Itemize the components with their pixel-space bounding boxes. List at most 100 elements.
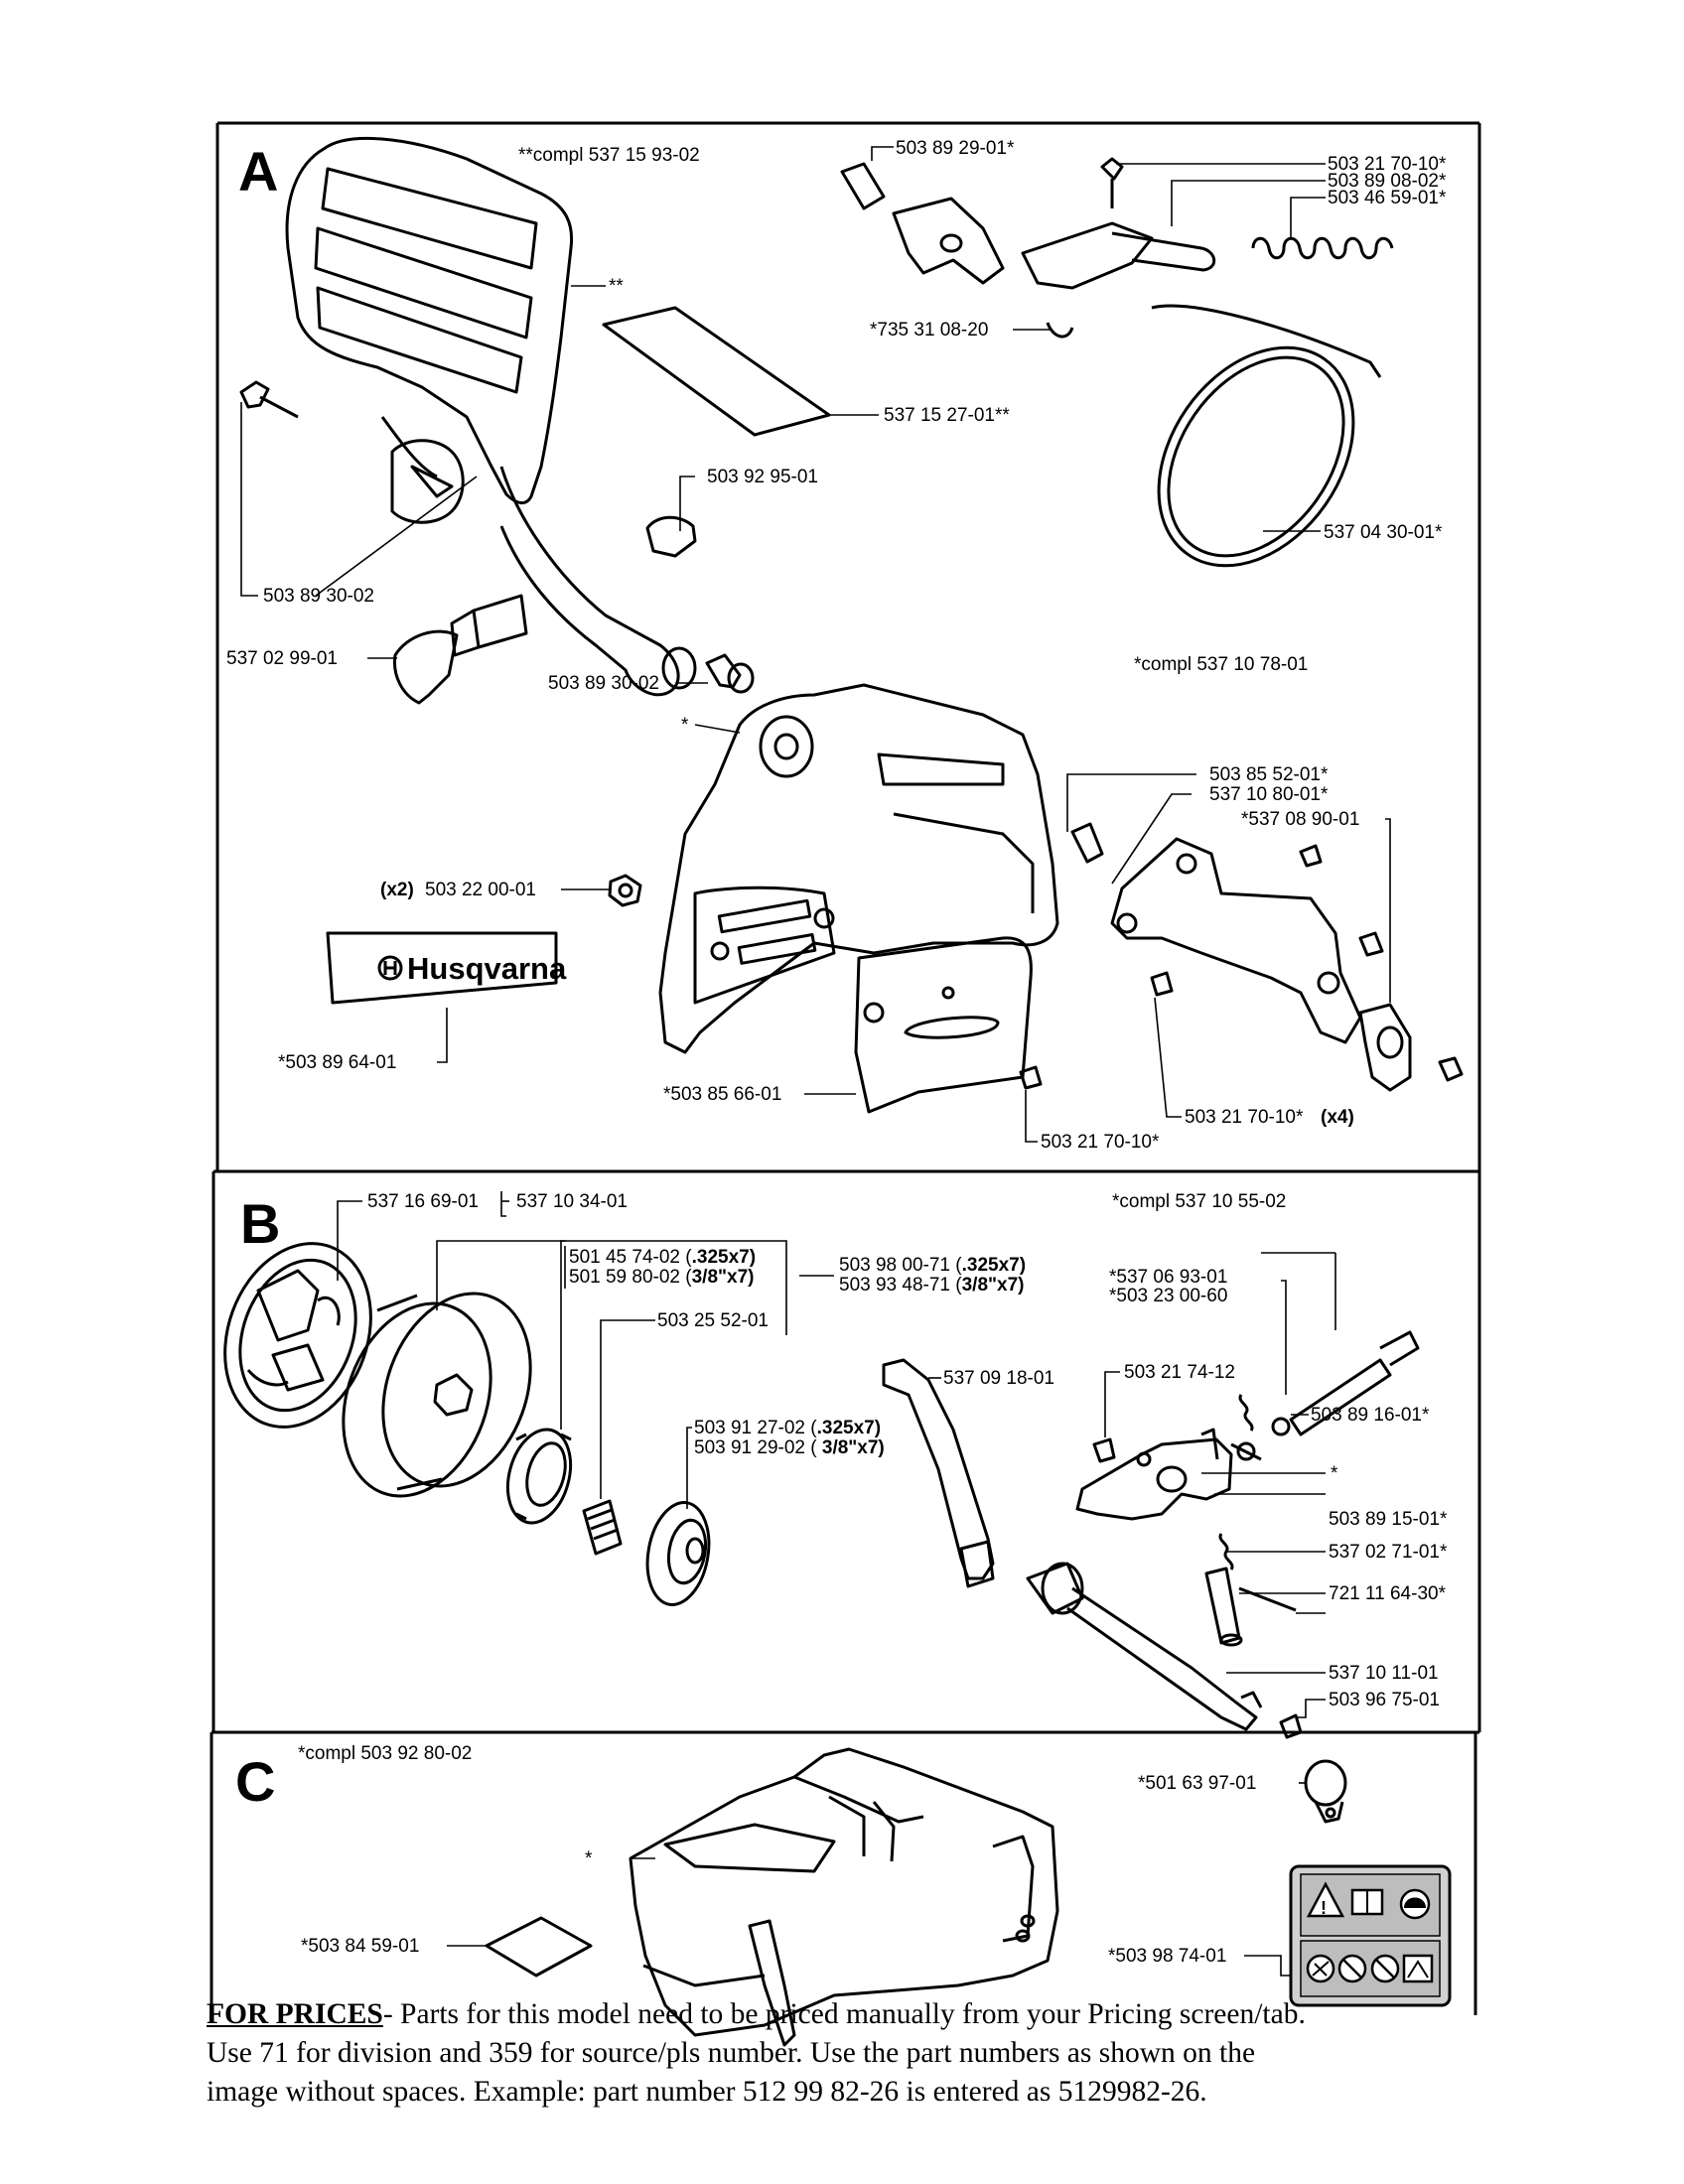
oil-pump-lever-part [882,1358,995,1580]
label-503-98-74-01: *503 98 74-01 [1108,1946,1226,1967]
label-503-46-59-01: 503 46 59-01* [1328,188,1447,208]
label-compl-537-10-78-01: *compl 537 10 78-01 [1134,654,1308,675]
warning-triangle-icon: ! [1306,1881,1345,1918]
section-c-artwork [485,1747,1347,2047]
svg-text:!: ! [1321,1898,1327,1918]
label-537-10-11-01: 537 10 11-01 [1329,1663,1439,1684]
cylinder-cover-part [629,1747,1059,2037]
label-503-85-52-01: 503 85 52-01* [1209,764,1329,785]
adjuster-screw-part [1289,1330,1420,1436]
label-503-84-59-01: *503 84 59-01 [301,1936,419,1957]
label-503-89-15-01: 503 89 15-01* [1329,1509,1448,1530]
husqvarna-logo: Husqvarna [377,951,567,986]
label-537-15-27-01: 537 15 27-01** [884,405,1010,426]
label-503-96-75-01: 503 96 75-01 [1329,1690,1440,1710]
label-503-89-30-02-a: 503 89 30-02 [263,586,374,607]
section-b-artwork [223,1242,1420,1739]
label-503-21-74-12: 503 21 74-12 [1124,1362,1235,1383]
label-537-02-99-01: 537 02 99-01 [226,648,338,669]
label-503-91-27-02: 503 91 27-02 (.325x7) [694,1418,881,1438]
label-503-21-70-10-b: 503 21 70-10* [1041,1132,1160,1153]
section-a-labels: **compl 537 15 93-02 503 89 29-01* 503 2… [226,138,1447,1153]
label-537-16-69-01: 537 16 69-01 [367,1191,479,1212]
label-503-89-16-01: 503 89 16-01* [1311,1405,1430,1426]
label-503-89-08-02: 503 89 08-02* [1328,171,1447,192]
pricing-note-line-1: FOR PRICES- Parts for this model need to… [207,1995,1636,2034]
label-503-22-00-01: 503 22 00-01 [425,880,536,900]
label-501-59-80-02: 501 59 80-02 (3/8"x7) [569,1267,754,1288]
section-c-labels: *compl 503 92 80-02 *501 63 97-01 * *503… [298,1743,1256,1967]
label-503-21-70-10: 503 21 70-10* [1328,154,1447,175]
oil-pump-shaft-part [1026,1562,1258,1731]
brake-band-part [1151,304,1382,568]
label-compl-537-15-93-02: **compl 537 15 93-02 [518,145,700,166]
cover-decal-part [485,1916,593,1978]
label-537-10-34-01: 537 10 34-01 [516,1191,628,1212]
label-503-89-29-01: 503 89 29-01* [896,138,1015,159]
label-qty-x2: (x2) [380,880,414,900]
section-letter-c: C [235,1750,275,1813]
pricing-note-line-2: Use 71 for division and 359 for source/p… [207,2037,1256,2069]
label-721-11-64-30: 721 11 64-30* [1329,1583,1447,1604]
label-503-92-95-01: 503 92 95-01 [707,467,818,487]
label-compl-503-92-80-02: *compl 503 92 80-02 [298,1743,472,1764]
label-compl-537-10-55-02: *compl 537 10 55-02 [1112,1191,1286,1212]
section-a-leaders [240,146,1391,1143]
label-star-cover: * [681,715,689,736]
kickback-warning-icon [1306,1954,1335,1983]
bolt-part [239,380,299,419]
label-503-25-52-01: 503 25 52-01 [657,1310,769,1331]
section-c-leaders [447,1782,1306,1977]
label-537-08-90-01: *537 08 90-01 [1241,809,1359,830]
label-503-23-00-60: *503 23 00-60 [1109,1286,1227,1306]
label-503-93-48-71: 503 93 48-71 (3/8"x7) [839,1275,1024,1296]
manual-book-icon [1350,1888,1384,1916]
no-operation-icon [1370,1954,1400,1983]
section-letter-a: A [238,140,278,203]
label-503-91-29-02: 503 91 29-02 ( 3/8"x7) [694,1437,885,1458]
section-letter-b: B [240,1192,280,1255]
label-501-63-97-01: *501 63 97-01 [1138,1773,1256,1794]
bar-plate-part [854,936,1033,1114]
label-503-85-66-01: *503 85 66-01 [663,1084,781,1105]
label-503-21-70-10-c: 503 21 70-10* [1185,1107,1304,1128]
chain-catcher-part [1110,837,1362,1044]
cover-knob-part [1304,1759,1347,1824]
hand-guard-part [285,136,574,504]
for-prices-heading: FOR PRICES [207,1998,383,2030]
clutch-cover-part [658,683,1059,1054]
guard-arm-part [499,466,680,697]
decal-part [602,306,831,437]
label-735-31-08-20: *735 31 08-20 [870,320,988,341]
cam-part [392,629,459,705]
label-503-98-00-71: 503 98 00-71 (.325x7) [839,1255,1026,1276]
pricing-note-line-1-text: - Parts for this model need to be priced… [382,1998,1306,2030]
clutch-drum-part [342,1292,532,1498]
ppe-helmet-icon [1399,1888,1431,1920]
label-537-06-93-01: *537 06 93-01 [1109,1267,1227,1288]
diagram-frame [210,121,1481,2015]
label-537-10-80-01: 537 10 80-01* [1209,784,1329,805]
spring-part [1251,236,1394,260]
two-hands-icon [1402,1954,1434,1983]
no-one-hand-icon [1337,1954,1367,1983]
section-b-labels: 537 16 69-01 537 10 34-01 *compl 537 10 … [367,1191,1448,1710]
oil-pump-body-part [1075,1437,1233,1521]
label-537-02-71-01: 537 02 71-01* [1329,1542,1448,1563]
label-537-09-18-01: 537 09 18-01 [943,1368,1054,1389]
pricing-note: FOR PRICES- Parts for this model need to… [207,1995,1636,2112]
section-b-leaders [337,1191,1336,1718]
label-double-star: ** [609,276,624,297]
clutch-part [223,1242,372,1429]
label-501-45-74-02: 501 45 74-02 (.325x7) [569,1247,756,1268]
brake-lever-part [892,197,1005,285]
label-star-pump: * [1331,1463,1338,1484]
pricing-note-line-3: image without spaces. Example: part numb… [207,2076,1207,2108]
rim-sprocket-part [505,1428,573,1525]
section-a-artwork [239,136,1464,1114]
label-503-89-30-02-b: 503 89 30-02 [548,673,659,694]
label-star-cover-c: * [585,1848,593,1869]
label-503-89-64-01: *503 89 64-01 [278,1052,396,1073]
needle-bearing-part [582,1499,623,1556]
